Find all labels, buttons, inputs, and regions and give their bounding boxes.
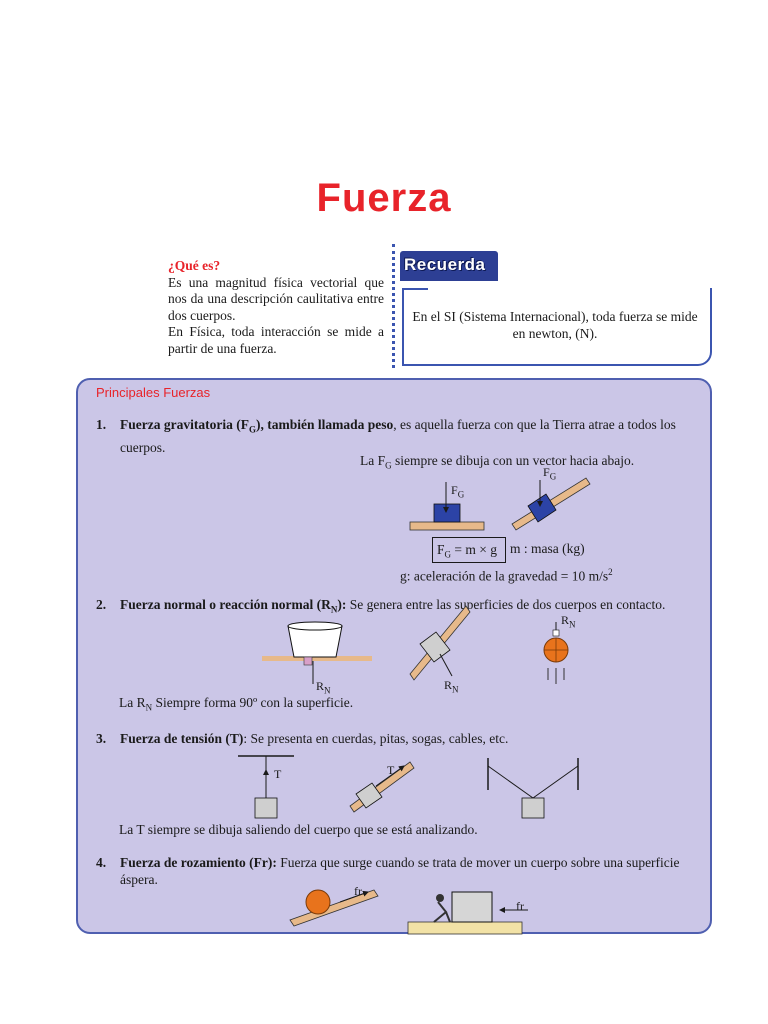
fig2c-rn-label: RN <box>561 612 576 633</box>
recuerda-tab <box>400 251 498 281</box>
fig2a-rn-label: RN <box>316 678 331 699</box>
fig3-hanging-block <box>238 755 294 819</box>
fig4b-fr-label: fr <box>516 899 524 913</box>
item-number: 3. <box>96 731 107 746</box>
fig2b-rn-label: RN <box>444 677 459 698</box>
masa-label: m : masa (kg) <box>510 541 585 556</box>
item-description: : Se presenta en cuerdas, pitas, sogas, … <box>243 731 509 746</box>
fig3b-t-label: T <box>387 763 395 777</box>
item-title-a: Fuerza de tensión (T) <box>120 731 244 746</box>
fig1-block-incline <box>511 477 591 531</box>
fig2c-r: R <box>561 613 570 627</box>
item-title-sub: N <box>330 604 338 615</box>
page-title: Fuerza <box>316 176 452 220</box>
recuerda-text: En el SI (Sistema Internacional), toda f… <box>412 309 698 341</box>
fg-note-a: La F <box>360 453 386 468</box>
fig2a-r: R <box>316 679 325 693</box>
item-number: 4. <box>96 855 107 870</box>
que-es-section: ¿Qué es? Es una magnitud física vectoria… <box>168 258 384 357</box>
panel-title: Principales Fuerzas <box>96 385 211 400</box>
item-description: Se genera entre las superficies de dos c… <box>346 597 666 612</box>
formula: FG = m × g <box>437 541 497 564</box>
principales-fuerzas-panel <box>76 378 712 934</box>
que-es-heading: ¿Qué es? <box>168 258 221 273</box>
item-fuerza-rozamiento: 4. Fuerza de rozamiento (Fr): Fuerza que… <box>96 854 702 888</box>
fig2b-sub: N <box>452 684 459 695</box>
fig3-incline-rope <box>349 761 415 813</box>
item-title-b: ), también llamada peso <box>255 417 394 432</box>
fig1b-fg-label: FG <box>543 464 556 485</box>
rn-note-b: Siempre forma 90º con la superficie. <box>152 695 354 710</box>
gravedad-label: g: aceleración de la gravedad = 10 m/s2 <box>400 564 613 585</box>
formula-f: F <box>437 542 445 557</box>
item-title-a: Fuerza de rozamiento (Fr): <box>120 855 277 870</box>
fig2a-sub: N <box>324 685 331 696</box>
item-title-b: ): <box>337 597 347 612</box>
fig2c-sub: N <box>569 619 576 630</box>
que-es-paragraph-2: En Física, toda interacción se mide a pa… <box>168 324 384 356</box>
que-es-paragraph-1: Es una magnitud física vectorial que nos… <box>168 274 384 323</box>
formula-box <box>432 537 506 563</box>
item-fuerza-tension: 3. Fuerza de tensión (T): Se presenta en… <box>96 730 702 747</box>
tension-note: La T siempre se dibuja saliendo del cuer… <box>119 822 478 837</box>
item-title-sub: G <box>248 424 256 435</box>
fig1-fg-sub: G <box>457 489 465 500</box>
item-fuerza-normal: 2. Fuerza normal o reacción normal (RN):… <box>96 596 702 619</box>
recuerda-box <box>402 288 712 366</box>
fig1-fg-label: FG <box>451 482 464 503</box>
formula-rest: = m × g <box>451 542 497 557</box>
gravedad-sup: 2 <box>608 567 613 577</box>
rn-note-a: La R <box>119 695 146 710</box>
fig1b-fg-sub: G <box>549 471 557 482</box>
fig2-block-incline <box>409 605 471 681</box>
fig1b-fg-f: F <box>543 465 550 479</box>
fig4-ball-incline <box>289 889 379 927</box>
fig2b-r: R <box>444 678 453 692</box>
fg-note-b: siempre se dibuja con un vector hacia ab… <box>391 453 635 468</box>
item-number: 2. <box>96 597 107 612</box>
fig2-basketball <box>543 622 569 684</box>
gravedad-text: g: aceleración de la gravedad = 10 m/s <box>400 568 609 584</box>
rn-note-sub: N <box>145 702 153 713</box>
fig2-bucket <box>262 621 372 684</box>
recuerda-label: Recuerda <box>404 255 486 274</box>
fig4a-fr-label: fr <box>354 884 362 898</box>
item-fuerza-gravitatoria: 1. Fuerza gravitatoria (FG), también lla… <box>96 416 702 456</box>
fig3a-t-label: T <box>274 767 282 781</box>
item-number: 1. <box>96 417 107 432</box>
item-title-a: Fuerza normal o reacción normal (R <box>120 597 331 612</box>
fig4-push-box <box>407 891 528 935</box>
fig1-fg-f: F <box>451 483 458 497</box>
fig1-block-flat <box>409 482 485 531</box>
fig3-two-ropes <box>487 758 579 819</box>
item-description: Fuerza que surge cuando se trata de move… <box>120 855 680 887</box>
item-description: , es aquella fuerza con que la Tierra at… <box>120 417 676 455</box>
rn-note: La RN Siempre forma 90º con la superfici… <box>119 694 353 717</box>
item-title-a: Fuerza gravitatoria (F <box>120 417 249 432</box>
dotted-divider <box>392 244 395 368</box>
formula-sub: G <box>444 549 452 560</box>
fg-note: La FG siempre se dibuja con un vector ha… <box>360 452 634 475</box>
fg-note-sub: G <box>385 460 392 471</box>
